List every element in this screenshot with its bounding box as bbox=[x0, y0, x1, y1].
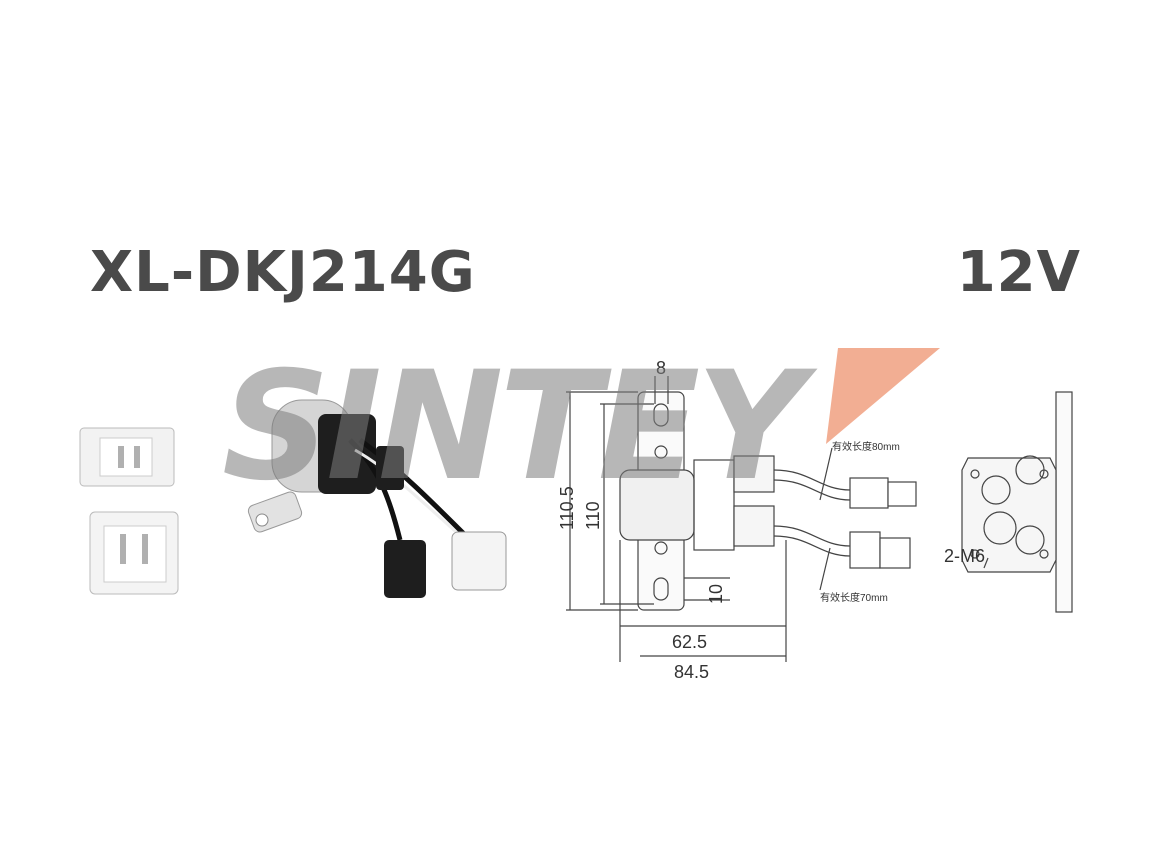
side-view-drawing bbox=[566, 376, 917, 662]
dim-height-inner: 110 bbox=[583, 501, 603, 530]
relay-photo bbox=[247, 399, 507, 598]
connector-plug-small bbox=[79, 427, 175, 487]
product-model-title: XL-DKJ214G bbox=[90, 240, 476, 305]
lead-lower-note: 有效长度70mm bbox=[820, 591, 888, 604]
watermark-logo: SINTEY bbox=[222, 340, 805, 514]
voltage-label: 12V bbox=[956, 240, 1081, 305]
dim-bottom-tab: 10 bbox=[706, 584, 726, 604]
front-view-drawing bbox=[961, 391, 1073, 613]
lead-upper-note: 有效长度80mm bbox=[832, 440, 900, 453]
dim-width-total: 84.5 bbox=[674, 662, 709, 682]
dim-mount: 2-M6 bbox=[944, 546, 985, 566]
dim-top-width: 8 bbox=[656, 358, 666, 378]
dim-height-outer: 110.5 bbox=[557, 486, 577, 530]
logo-accent-triangle bbox=[826, 348, 940, 444]
dim-width-body: 62.5 bbox=[672, 632, 707, 652]
connector-plug-large bbox=[89, 511, 179, 595]
